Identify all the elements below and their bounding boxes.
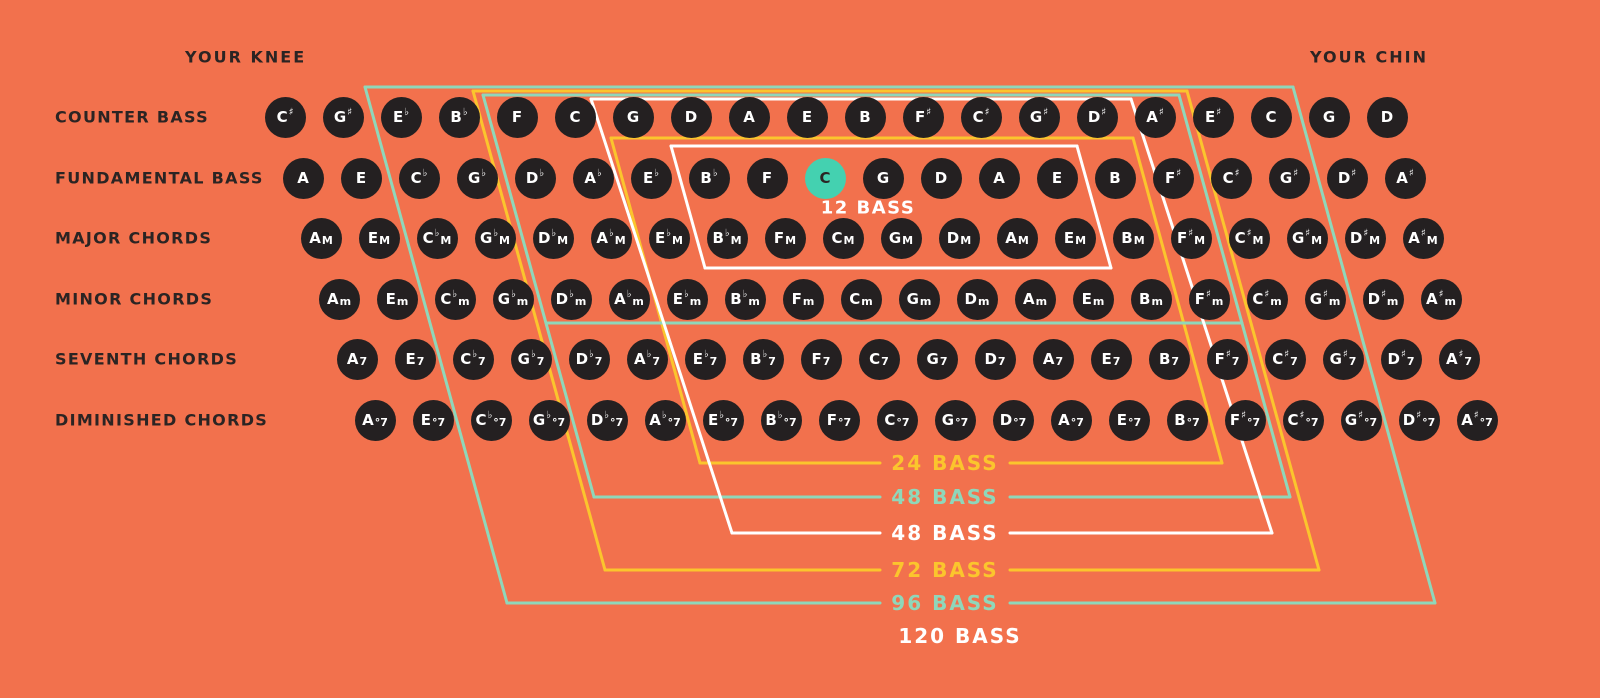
row-label-diminished-chords: DIMINISHED CHORDS (55, 410, 269, 430)
bass-button-f: F♯ (902, 96, 944, 138)
bass-button-a-7: A♯7 (1438, 338, 1480, 380)
row-label-fundamental-bass: FUNDAMENTAL BASS (55, 168, 264, 188)
bass-button-b-7: B♭7 (742, 338, 784, 380)
bass-group-label-72-bass-yellow: 72 BASS (891, 558, 999, 582)
bass-button-g-7: G°7 (934, 399, 976, 441)
your-knee-label: YOUR KNEE (185, 47, 307, 67)
your-chin-label: YOUR CHIN (1310, 47, 1428, 67)
row-label-seventh-chords: SEVENTH CHORDS (55, 349, 239, 369)
bass-button-e: E (786, 96, 828, 138)
bass-button-d: D♯ (1076, 96, 1118, 138)
bass-button-a: A (728, 96, 770, 138)
bass-group-label-96-bass-teal: 96 BASS (891, 591, 999, 615)
bass-group-label-24-bass-yellow: 24 BASS (891, 451, 999, 475)
bass-button-a: A (978, 157, 1020, 199)
bass-button-d-7: D°7 (992, 399, 1034, 441)
bass-button-b: B (844, 96, 886, 138)
bass-button-e: E (1036, 157, 1078, 199)
bass-button-f-7: F°7 (818, 399, 860, 441)
bass-button-c: C♯ (960, 96, 1002, 138)
bass-button-c-7: C°7 (876, 399, 918, 441)
bass-button-g: G♯ (322, 96, 364, 138)
row-label-minor-chords: MINOR CHORDS (55, 289, 214, 309)
bass-group-label-48-bass-white: 48 BASS (891, 521, 999, 545)
bass-button-b-7: B♭°7 (760, 399, 802, 441)
bass-button-g: G♯ (1018, 96, 1060, 138)
bass-button-a: A (282, 157, 324, 199)
bass-group-label-48-bass-teal: 48 BASS (891, 485, 999, 509)
row-label-counter-bass: COUNTER BASS (55, 107, 209, 127)
bass-button-a-7: A♯°7 (1456, 399, 1498, 441)
bass-button-g: G (862, 157, 904, 199)
bass-button-d: D (920, 157, 962, 199)
bass-group-label-12-bass-white: 12 BASS (820, 197, 916, 219)
bass-button-c: C (804, 157, 846, 199)
row-label-major-chords: MAJOR CHORDS (55, 228, 213, 248)
bass-button-c: C♯ (264, 96, 306, 138)
bass-group-label-120-bass-white: 120 BASS (898, 624, 1022, 648)
bass-button-f: F (746, 157, 788, 199)
bass-button-a-7: A°7 (1050, 399, 1092, 441)
